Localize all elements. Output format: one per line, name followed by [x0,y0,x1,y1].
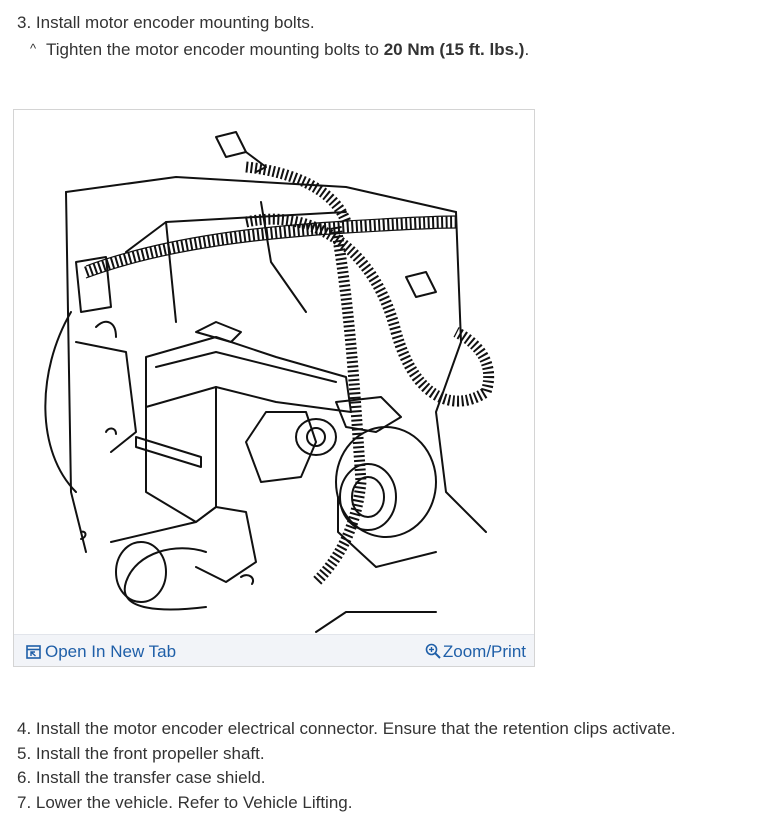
torque-value: 20 Nm (15 ft. lbs.) [383,40,525,59]
step-3-torque-spec: ^ Tighten the motor encoder mounting bolt… [30,38,529,61]
encoder-motor-diagram[interactable] [16,112,532,636]
step-5: 5. Install the front propeller shaft. [17,744,265,763]
step-3: 3. Install motor encoder mounting bolts. [17,13,315,32]
diagram-figure: Open In New Tab Zoom/Print [13,109,535,667]
figure-toolbar: Open In New Tab Zoom/Print [14,634,534,666]
open-in-new-tab-link[interactable]: Open In New Tab [26,642,176,662]
torque-suffix: . [524,40,530,59]
caret-bullet: ^ [30,41,37,56]
magnifier-plus-icon [425,643,441,659]
zoom-print-label: Zoom/Print [442,642,526,661]
step-7: 7. Lower the vehicle. Refer to Vehicle L… [17,793,353,812]
open-in-new-tab-label: Open In New Tab [45,642,177,661]
step-4: 4. Install the motor encoder electrical … [17,719,676,738]
torque-text: Tighten the motor encoder mounting bolts… [46,40,384,59]
open-new-tab-icon [26,645,41,659]
zoom-print-link[interactable]: Zoom/Print [425,642,526,662]
step-6: 6. Install the transfer case shield. [17,768,266,787]
